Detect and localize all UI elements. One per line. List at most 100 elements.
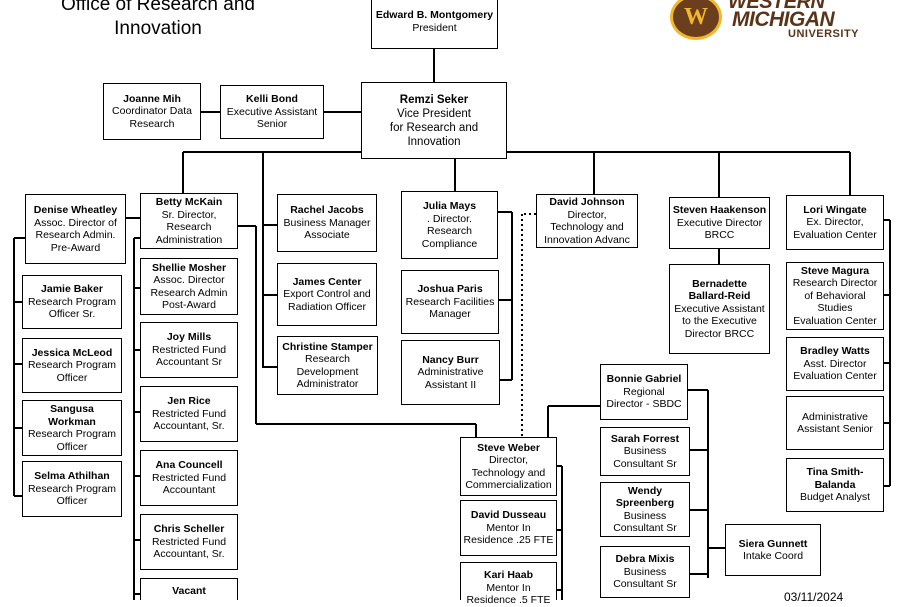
node-assoc-director-pre-award: Denise Wheatley Assoc. Director of Resea… — [25, 194, 126, 264]
node-name: Betty McKain — [155, 196, 223, 208]
node-director-technology-commercialization: Steve Weber Director, Technology and Com… — [460, 437, 557, 496]
node-restricted-fund-accountant-4: Chris Scheller Restricted Fund Accountan… — [140, 514, 238, 570]
node-name: Shellie Mosher — [151, 261, 227, 274]
node-name: Denise Wheatley — [33, 204, 118, 216]
node-business-consultant-1: Sarah Forrest Business Consultant Sr — [600, 427, 690, 476]
node-director-technology-innovation: David Johnson Director, Technology and I… — [536, 194, 638, 248]
node-name: Selma Athilhan — [34, 470, 110, 483]
node-administrative-assistant-senior: Administrative Assistant Senior — [786, 396, 884, 450]
node-export-control-officer: James Center Export Control and Radiatio… — [277, 263, 377, 326]
node-title: Executive Director BRCC — [676, 216, 763, 242]
logo-text-university: UNIVERSITY — [788, 28, 860, 40]
node-name: Nancy Burr — [422, 353, 479, 366]
node-title: Research Development Administrator — [296, 353, 359, 390]
node-executive-assistant: Kelli Bond Executive Assistant Senior — [220, 85, 324, 139]
node-research-program-officer-2: Sangusa Workman Research Program Officer — [22, 400, 122, 456]
node-name: Bonnie Gabriel — [606, 373, 682, 386]
node-name: Debra Mixis — [615, 553, 675, 566]
logo-text-western: WESTERN — [728, 0, 825, 13]
wmu-logo: W WESTERN MICHIGAN UNIVERSITY — [670, 0, 860, 44]
node-title: Restricted Fund Accountant — [151, 471, 227, 497]
node-name: Steve Magura — [800, 264, 870, 277]
node-title: Administrative Assistant II — [417, 366, 484, 391]
node-ex-director-evaluation-center: Lori Wingate Ex. Director, Evaluation Ce… — [786, 195, 884, 250]
node-title: Assoc. Director of Research Admin. Pre-A… — [34, 216, 117, 254]
node-business-consultant-2: Wendy Spreenberg Business Consultant Sr — [600, 482, 690, 537]
node-name: Siera Gunnett — [738, 537, 808, 550]
node-name: Wendy Spreenberg — [615, 484, 675, 510]
node-title: Assoc. Director Research Admin Post-Awar… — [150, 274, 228, 311]
node-title: Export Control and Radiation Officer — [283, 288, 371, 313]
node-name: David Johnson — [549, 196, 625, 208]
node-president: Edward B. Montgomery President — [371, 0, 498, 49]
node-name: James Center — [292, 275, 362, 288]
node-title: Research Program Officer Sr. — [27, 295, 117, 321]
chart-date: 03/11/2024 — [784, 590, 844, 604]
node-name: Joy Mills — [166, 331, 212, 344]
node-name: Remzi Seker — [399, 93, 469, 106]
node-coordinator-data-research: Joanne Mih Coordinator Data Research — [103, 83, 201, 140]
node-title: Business Consultant Sr — [613, 565, 677, 591]
node-vacant: Vacant — [140, 578, 238, 600]
node-title: Asst. Director Evaluation Center — [793, 357, 877, 383]
node-title: Regional Director - SBDC — [606, 385, 682, 411]
node-name: Jen Rice — [167, 395, 211, 408]
node-regional-director-sbdc: Bonnie Gabriel Regional Director - SBDC — [600, 364, 688, 420]
node-title: President — [412, 21, 457, 34]
node-assoc-director-post-award: Shellie Mosher Assoc. Director Research … — [140, 258, 238, 315]
node-administrative-assistant-ii: Nancy Burr Administrative Assistant II — [401, 340, 500, 405]
node-restricted-fund-accountant-3: Ana Councell Restricted Fund Accountant — [140, 450, 238, 506]
node-asst-director-evaluation-center: Bradley Watts Asst. Director Evaluation … — [786, 337, 884, 391]
node-research-development-admin: Christine Stamper Research Development A… — [277, 336, 378, 395]
node-name: Lori Wingate — [803, 203, 867, 216]
node-director-research-compliance: Julia Mays . Director. Research Complian… — [401, 191, 498, 259]
node-executive-director-brcc: Steven Haakenson Executive Director BRCC — [669, 197, 770, 249]
node-name: Kari Haab — [483, 569, 534, 581]
node-title: Research Program Officer — [27, 482, 117, 508]
node-name: David Dusseau — [470, 509, 547, 522]
wmu-w-mark: W — [670, 0, 722, 40]
node-title: Executive Assistant Senior — [226, 105, 318, 131]
node-research-director-behavioral: Steve Magura Research Director of Behavi… — [786, 262, 884, 330]
node-title: . Director. Research Compliance — [421, 212, 478, 250]
node-title: Business Manager Associate — [283, 216, 371, 242]
page-title: Office of Research and Innovation — [61, 0, 255, 39]
node-title: Mentor In Residence .5 FTE — [466, 581, 551, 607]
node-research-program-officer-sr: Jamie Baker Research Program Officer Sr. — [22, 275, 122, 329]
node-title: Executive Assistant to the Executive Dir… — [674, 302, 765, 340]
node-name: Joshua Paris — [417, 283, 483, 296]
node-title: Restricted Fund Accountant Sr — [151, 343, 227, 369]
node-name: Julia Mays — [422, 200, 477, 212]
node-name: Bradley Watts — [800, 345, 870, 358]
node-name: Jessica McLeod — [31, 346, 113, 359]
node-name: Christine Stamper — [282, 340, 373, 353]
node-restricted-fund-accountant-2: Jen Rice Restricted Fund Accountant, Sr. — [140, 386, 238, 442]
node-name: Kelli Bond — [246, 93, 298, 106]
node-mentor-in-residence-2: Kari Haab Mentor In Residence .5 FTE — [460, 562, 557, 606]
node-vice-president: Remzi Seker Vice President for Research … — [361, 82, 507, 159]
node-executive-assistant-brcc: Bernadette Ballard-Reid Executive Assist… — [669, 264, 770, 354]
node-budget-analyst: Tina Smith- Balanda Budget Analyst — [786, 458, 884, 512]
node-sr-director-research-admin: Betty McKain Sr. Director, Research Admi… — [140, 193, 238, 249]
node-name: Chris Scheller — [153, 523, 225, 536]
node-title: Director, Technology and Innovation Adva… — [544, 208, 630, 246]
node-title: Administrative Assistant Senior — [797, 410, 873, 436]
node-name: Jamie Baker — [41, 283, 103, 296]
node-title: Restricted Fund Accountant, Sr. — [151, 407, 227, 433]
node-business-manager: Rachel Jacobs Business Manager Associate — [277, 194, 377, 252]
node-title: Sr. Director, Research Administration — [155, 208, 223, 246]
node-name: Bernadette Ballard-Reid — [688, 277, 751, 303]
node-title: Mentor In Residence .25 FTE — [463, 521, 554, 547]
node-name: Joanne Mih — [123, 92, 181, 105]
node-mentor-in-residence-1: David Dusseau Mentor In Residence .25 FT… — [460, 500, 557, 556]
node-title: Research Program Officer — [27, 428, 117, 453]
node-research-program-officer-3: Selma Athilhan Research Program Officer — [22, 461, 122, 517]
node-name: Ana Councell — [155, 459, 223, 472]
node-title: Research Director of Behavioral Studies … — [792, 277, 878, 327]
node-title: Research Facilities Manager — [405, 295, 495, 321]
node-title: Business Consultant Sr — [613, 445, 677, 470]
node-title: Restricted Fund Accountant, Sr. — [151, 535, 227, 561]
node-title: Director, Technology and Commercializati… — [465, 454, 552, 491]
node-title: Coordinator Data Research — [112, 105, 192, 130]
